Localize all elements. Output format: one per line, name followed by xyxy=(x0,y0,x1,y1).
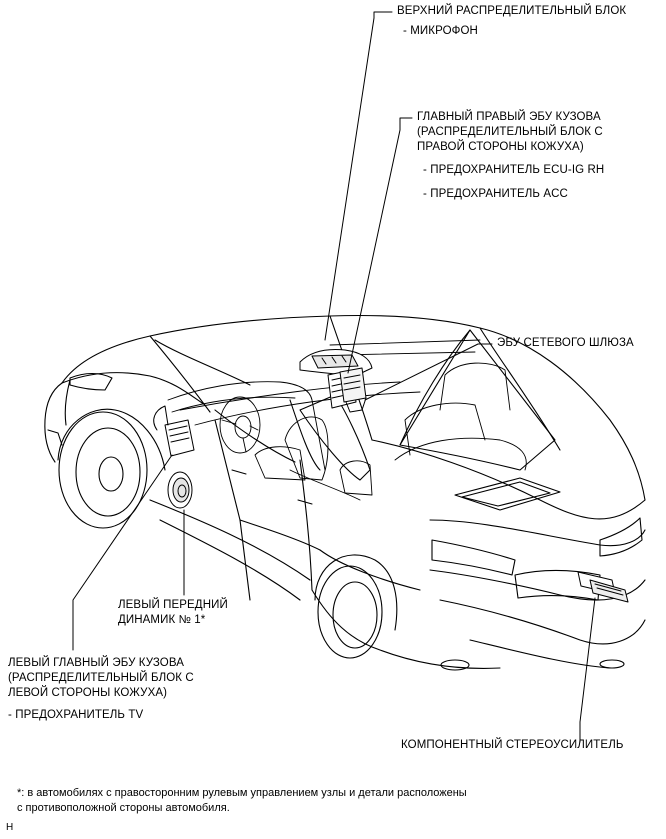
left-ecu-line2: (РАСПРЕДЕЛИТЕЛЬНЫЙ БЛОК С xyxy=(8,672,194,684)
stereo-amplifier xyxy=(578,572,628,602)
right-ecu-line2: (РАСПРЕДЕЛИТЕЛЬНЫЙ БЛОК С xyxy=(417,126,603,138)
upper-junction-block-label: ВЕРХНИЙ РАСПРЕДЕЛИТЕЛЬНЫЙ БЛОК xyxy=(397,4,626,19)
leader-lines xyxy=(73,12,595,742)
corner-mark-text: H xyxy=(6,822,14,833)
interior xyxy=(168,340,526,500)
right-ecu-line3: ПРАВОЙ СТОРОНЫ КОЖУХА) xyxy=(417,141,584,153)
footnote: *: в автомобилях с правосторонним рулевы… xyxy=(17,786,467,816)
network-gateway-ecu xyxy=(340,368,366,412)
footnote-line1: *: в автомобилях с правосторонним рулевы… xyxy=(17,787,467,799)
car-body xyxy=(45,316,645,671)
left-ecu-line1: ЛЕВЫЙ ГЛАВНЫЙ ЭБУ КУЗОВА xyxy=(8,657,184,669)
left-main-body-ecu xyxy=(154,406,194,456)
right-ecu-label: ГЛАВНЫЙ ПРАВЫЙ ЭБУ КУЗОВА (РАСПРЕДЕЛИТЕЛ… xyxy=(417,110,603,155)
microphone-label: - МИКРОФОН xyxy=(403,24,478,39)
gateway-ecu-text: ЭБУ СЕТЕВОГО ШЛЮЗА xyxy=(497,337,634,349)
ecu-ig-rh-fuse-label: - ПРЕДОХРАНИТЕЛЬ ECU-IG RH xyxy=(423,163,604,178)
upper-block-title: ВЕРХНИЙ РАСПРЕДЕЛИТЕЛЬНЫЙ БЛОК xyxy=(397,5,627,17)
right-ecu-fuse2: - ПРЕДОХРАНИТЕЛЬ ACC xyxy=(423,188,568,200)
left-ecu-fuse: - ПРЕДОХРАНИТЕЛЬ TV xyxy=(8,709,144,721)
left-front-speaker xyxy=(168,472,192,508)
gateway-ecu-label: ЭБУ СЕТЕВОГО ШЛЮЗА xyxy=(497,336,634,351)
upper-block-item: - МИКРОФОН xyxy=(403,25,478,37)
speaker-line1: ЛЕВЫЙ ПЕРЕДНИЙ xyxy=(118,599,228,611)
left-ecu-label: ЛЕВЫЙ ГЛАВНЫЙ ЭБУ КУЗОВА (РАСПРЕДЕЛИТЕЛЬ… xyxy=(8,656,194,701)
speaker-label: ЛЕВЫЙ ПЕРЕДНИЙ ДИНАМИК № 1* xyxy=(118,598,228,628)
right-ecu-line1: ГЛАВНЫЙ ПРАВЫЙ ЭБУ КУЗОВА xyxy=(417,111,601,123)
corner-mark: H xyxy=(6,820,13,835)
acc-fuse-label: - ПРЕДОХРАНИТЕЛЬ ACC xyxy=(423,187,568,202)
footnote-line2: с противоположной стороны автомобиля. xyxy=(17,802,230,814)
tv-fuse-label: - ПРЕДОХРАНИТЕЛЬ TV xyxy=(8,708,143,723)
speaker-line2: ДИНАМИК № 1* xyxy=(118,614,206,626)
amplifier-text: КОМПОНЕНТНЫЙ СТЕРЕОУСИЛИТЕЛЬ xyxy=(401,739,624,751)
right-ecu-fuse1: - ПРЕДОХРАНИТЕЛЬ ECU-IG RH xyxy=(423,164,605,176)
amplifier-label: КОМПОНЕНТНЫЙ СТЕРЕОУСИЛИТЕЛЬ xyxy=(401,738,624,753)
left-ecu-line3: ЛЕВОЙ СТОРОНЫ КОЖУХА) xyxy=(8,687,168,699)
